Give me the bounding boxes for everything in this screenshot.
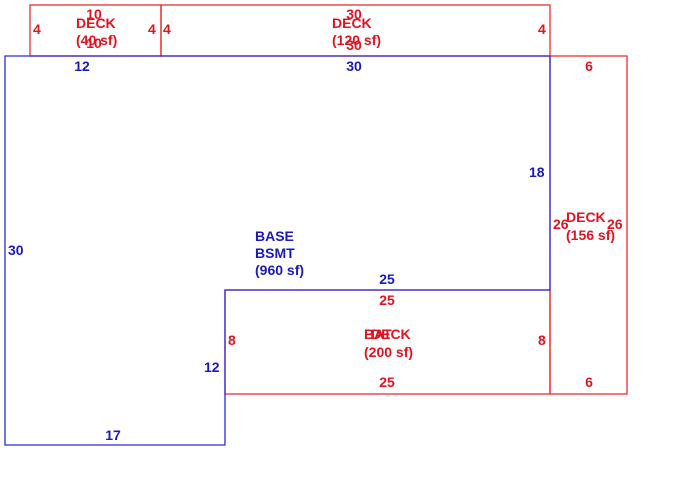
deck-small-top-dim-bottom: 10: [86, 35, 102, 51]
deck-small-top-dim-right: 4: [148, 21, 156, 37]
deck-right-dim-right: 26: [607, 216, 623, 232]
deck-right-dim-top: 6: [585, 58, 593, 74]
deck-small-top-dim-left: 4: [33, 21, 41, 37]
deck-bottom-area: (200 sf): [364, 344, 413, 360]
deck-small-top-dim-top: 10: [86, 6, 102, 22]
deck-bottom-name: DECK: [371, 326, 411, 342]
deck-right-area: (156 sf): [566, 227, 615, 243]
base-dim-inner-left: 12: [204, 359, 220, 375]
deck-right-dim-bottom: 6: [585, 374, 593, 390]
base-dim-top-left: 12: [74, 58, 90, 74]
deck-large-top-dim-top: 30: [346, 6, 362, 22]
base-name-line2: BSMT: [255, 245, 295, 261]
deck-large-top-area: (120 sf): [332, 32, 381, 48]
base-bsmt-outline: [4, 55, 551, 446]
deck-large-top-name: DECK: [332, 15, 372, 31]
base-dim-inner-top: 25: [379, 271, 395, 287]
deck-small-top-name: DECK: [76, 15, 116, 31]
deck-right-dim-left: 26: [553, 216, 569, 232]
base-name-line1: BASE: [255, 228, 294, 244]
base-dim-bottom: 17: [105, 427, 121, 443]
deck-large-top-dim-bottom: 30: [346, 37, 362, 53]
deck-bottom-dim-top: 25: [379, 292, 395, 308]
deck-right-name: DECK: [566, 209, 606, 225]
deck-bottom-dim-right: 8: [538, 332, 546, 348]
base-dim-right: 18: [529, 164, 545, 180]
deck-bottom-dim-left: 8: [228, 332, 236, 348]
base-area: (960 sf): [255, 262, 304, 278]
base-dim-top-right: 30: [346, 58, 362, 74]
deck-bottom-dim-bottom: 25: [379, 374, 395, 390]
deck-small-top-area: (40 sf): [76, 32, 117, 48]
deck-bottom-name-overlap: BAT: [364, 326, 392, 342]
base-dim-left: 30: [8, 242, 24, 258]
deck-large-top-dim-right: 4: [538, 21, 546, 37]
deck-large-top-dim-left: 4: [163, 21, 171, 37]
